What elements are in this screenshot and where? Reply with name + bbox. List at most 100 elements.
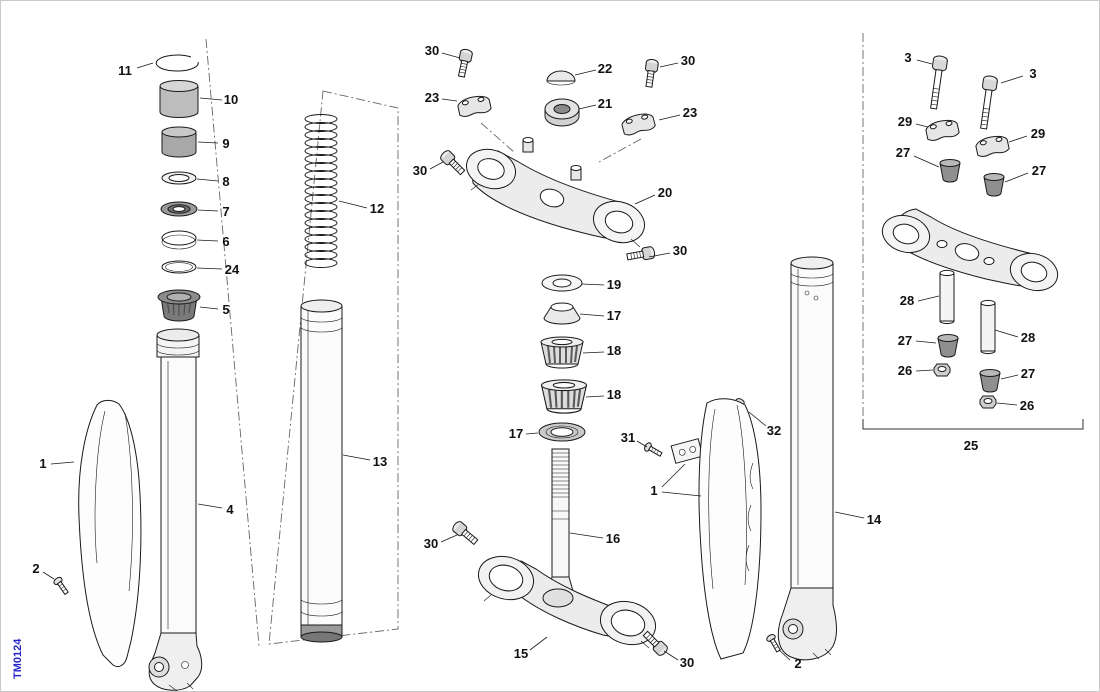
steering-nut-21 [544,98,580,127]
seal-17-lower [538,422,586,442]
callout-26-45: 26 [898,363,912,378]
callout-6-5: 6 [222,234,229,249]
nut-26-right [979,395,997,409]
bushing-9 [161,126,197,158]
callout-5-7: 5 [222,302,229,317]
leader-line [994,329,1019,338]
group-bracket-25 [862,419,1084,430]
callout-7-4: 7 [222,204,229,219]
leader-line [834,511,865,519]
callout-1-9: 1 [39,456,46,471]
leader-line [659,62,679,68]
spacer-28-right [980,299,996,355]
leader-line [440,534,458,543]
clamp-29-right [974,133,1011,159]
leader-line [199,97,223,101]
leader-line [1004,172,1029,183]
handlebar-clamp-23-right [619,110,657,137]
callout-17-23: 17 [607,308,621,323]
leader-line [1000,75,1024,84]
leader-line [441,52,461,59]
leader-line [915,123,929,128]
bearing-18-lower [540,378,588,415]
leader-line [778,649,791,661]
lower-triple-clamp-15 [477,555,657,649]
leader-line [585,395,605,398]
callout-25-48: 25 [964,438,978,453]
leader-line [50,461,75,465]
leader-line [441,98,458,102]
leader-line [648,252,671,258]
bolt-30-mid-right [625,245,656,264]
leader-line [197,209,219,212]
leader-line [581,283,605,286]
nut-26-left [933,363,951,377]
callout-18-25: 18 [607,387,621,402]
callout-24-6: 24 [225,262,240,277]
callout-30-19: 30 [413,163,427,178]
callout-31-31: 31 [621,430,635,445]
leader-line [996,402,1018,406]
callout-23-14: 23 [425,90,439,105]
leader-line [916,59,933,65]
clip-6 [161,230,197,250]
bolt-3-right [976,74,999,131]
fork-inner-tube-13 [300,299,343,643]
callout-26-47: 26 [1020,398,1034,413]
callout-14-34: 14 [867,512,882,527]
leader-line [196,239,219,242]
callout-labels: 1110987624541212133023222130233020301917… [32,43,1046,671]
leader-line [658,114,681,121]
callout-19-22: 19 [607,277,621,292]
leader-line [1000,374,1019,380]
callout-8-3: 8 [222,174,229,189]
bolt-30-top-right [642,58,660,89]
callout-2-35: 2 [794,656,801,671]
rubber-27-lower-right [979,369,1001,393]
callout-18-24: 18 [607,343,621,358]
fork-outer-tube-4 [148,328,203,691]
callout-9-2: 9 [222,136,229,151]
cap-22 [546,70,576,86]
callout-21-16: 21 [598,96,612,111]
callout-27-40: 27 [896,145,910,160]
steering-stem-16 [547,448,574,592]
leader-line [915,340,937,344]
bolt-30-mid-left [438,148,468,178]
leader-line [634,194,656,205]
fork-spring-12 [304,114,338,268]
leader-line [913,155,940,168]
leader-line [917,295,940,302]
section-boundary-lines [205,33,864,647]
callout-28-44: 28 [1021,330,1035,345]
callout-30-30: 30 [680,655,694,670]
fork-guard-left [78,399,142,668]
leader-line [197,141,219,144]
callout-2-10: 2 [32,561,39,576]
clamp-29-left [924,117,961,143]
leader-line [661,491,702,497]
guard-clip-1 [670,438,704,464]
screw-31 [642,441,664,459]
leader-line [429,161,444,170]
screw-2-left [52,575,71,597]
bolt-30-bottom-left [450,519,481,548]
ring-24 [161,260,197,274]
leader-line [578,104,597,110]
leader-line [197,503,223,509]
callout-30-13: 30 [425,43,439,58]
callout-20-20: 20 [658,185,672,200]
leader-line [579,313,605,317]
callout-16-27: 16 [606,531,620,546]
callout-27-41: 27 [1032,163,1046,178]
leader-line [569,532,604,539]
bolt-30-top-left [455,47,474,79]
callout-23-18: 23 [683,105,697,120]
fork-guard-right [698,398,762,660]
bushing-10 [159,80,199,118]
callout-22-15: 22 [598,61,612,76]
spacer-28-left [939,269,955,325]
leader-line [661,463,686,488]
